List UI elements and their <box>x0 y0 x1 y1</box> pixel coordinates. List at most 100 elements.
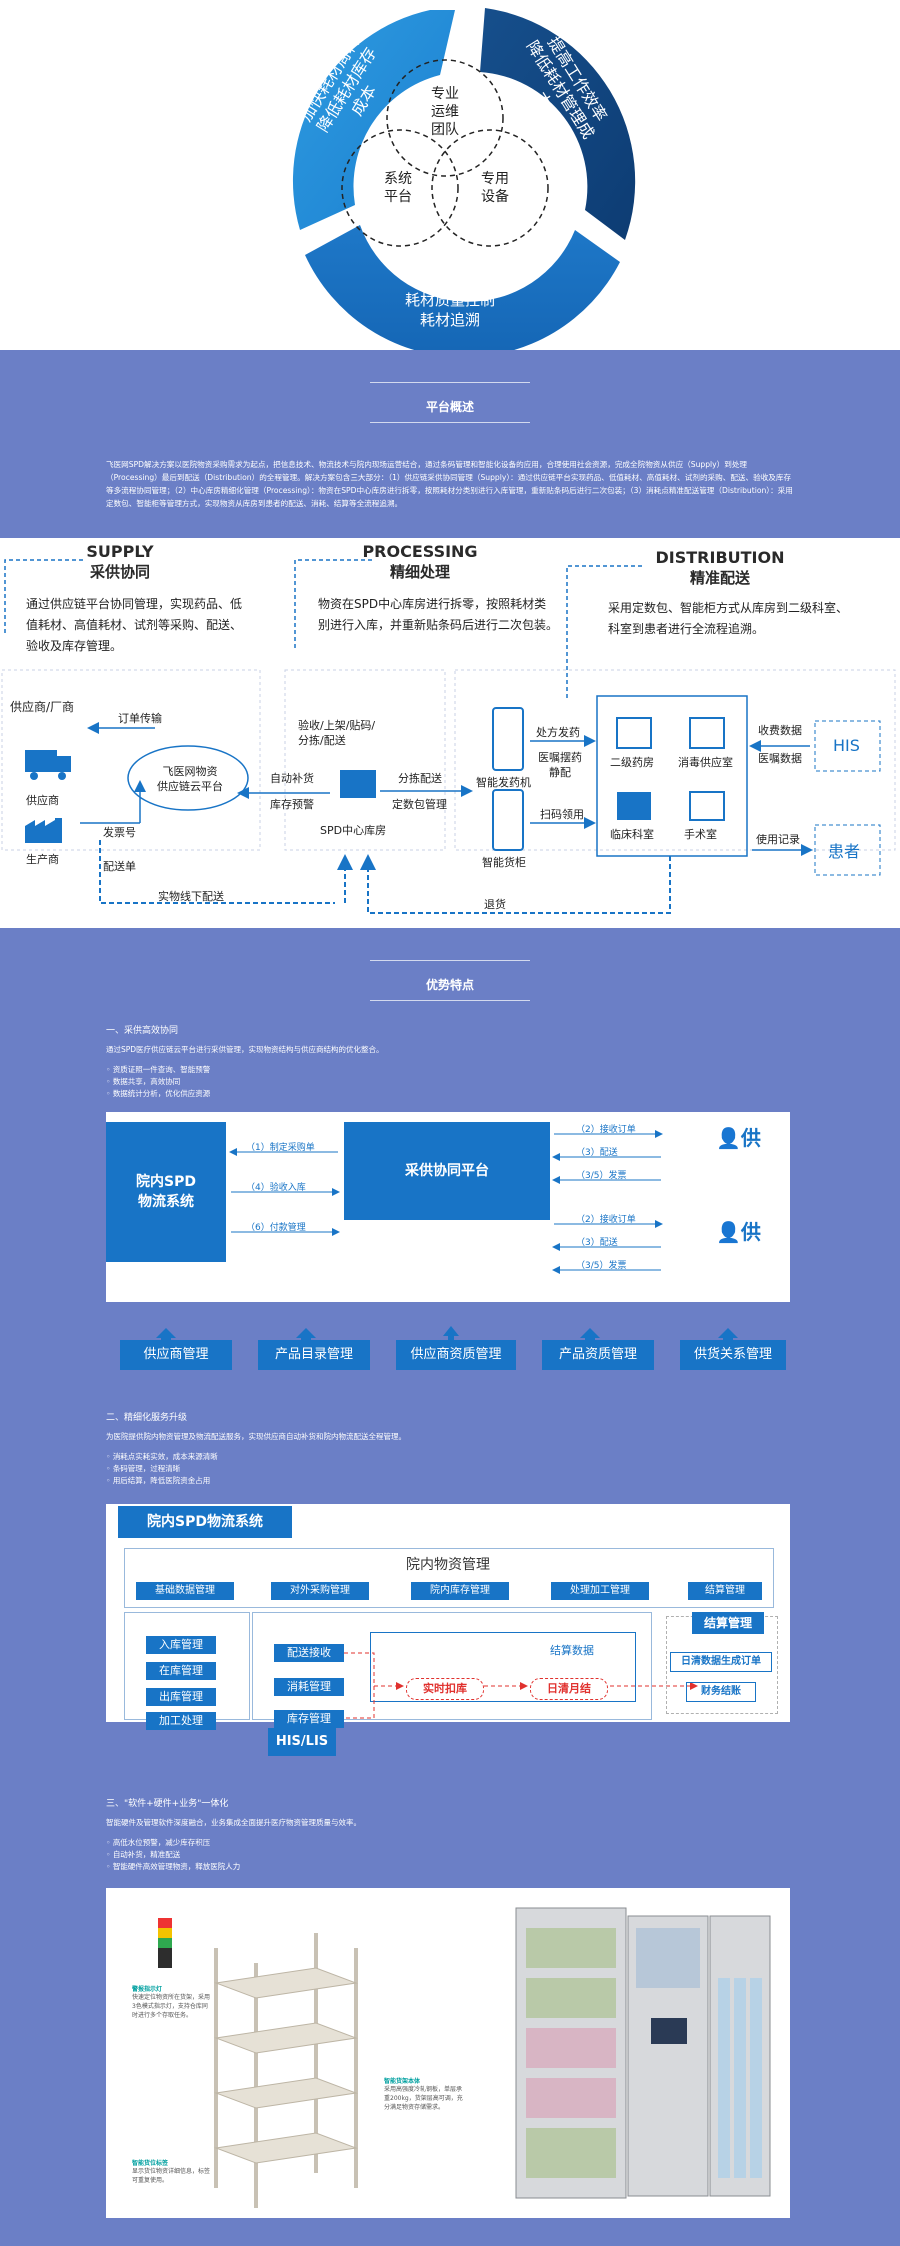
s1-btn-catalog[interactable]: 产品目录管理 <box>258 1340 370 1370</box>
s2-red-arrows <box>344 1652 698 1719</box>
s2-settle-title: 结算管理 <box>692 1612 764 1634</box>
factory-icon <box>25 818 62 843</box>
screen-icon <box>651 2018 687 2044</box>
s2-consume-title: 消耗点管理 <box>256 1620 322 1635</box>
supply-en: SUPPLY <box>86 542 154 561</box>
s1-left-arrow-1: （1）制定采购单 <box>246 1143 315 1153</box>
s1-btn-supplier-cert[interactable]: 供应商资质管理 <box>396 1340 516 1370</box>
s1-right-bot-2: （3）配送 <box>576 1238 618 1248</box>
adv-line-bottom <box>370 1000 530 1001</box>
circle-top-line3: 团队 <box>431 122 459 138</box>
s2-consume-receive[interactable]: 配送接收 <box>274 1644 344 1662</box>
s3-hardware-images <box>158 1907 771 2208</box>
fixed-pack-label: 定数包管理 <box>392 798 447 811</box>
supply-heading: SUPPLY 采供协同 <box>70 542 170 582</box>
order-transfer-label: 订单传输 <box>118 712 162 725</box>
overview-line-top <box>370 382 530 383</box>
s2-mgmt-title: 院内物资管理 <box>406 1557 490 1573</box>
truck-cab-icon <box>57 756 71 772</box>
processing-desc: 物资在SPD中心库房进行拆零，按照耗材类别进行入库，并重新贴条码后进行二次包装。 <box>318 597 559 632</box>
center-warehouse-label: SPD中心库房 <box>320 824 387 837</box>
dispatch-machine-label: 智能发药机 <box>476 776 531 789</box>
truck-icon <box>25 750 57 772</box>
stock-warning-label: 库存预警 <box>270 798 314 811</box>
s3-note-shelf-text: 采用高强度冷轧钢板，单层承重200kg，货架层高可调，充分满足物资存储需求。 <box>384 2086 463 2111</box>
distribution-desc: 采用定数包、智能柜方式从库房到二级科室、科室到患者进行全流程追溯。 <box>608 601 849 636</box>
s2-settle-data-box <box>370 1632 636 1702</box>
s2-wh-in[interactable]: 入库管理 <box>146 1636 216 1654</box>
flow-section: SUPPLY 采供协同 通过供应链平台协同管理，实现药品、低值耗材、高值耗材、试… <box>0 538 900 928</box>
supply-bracket <box>4 559 85 633</box>
s2-consume-stock[interactable]: 库存管理 <box>274 1710 344 1728</box>
s2-mgmt-purchase[interactable]: 对外采购管理 <box>271 1582 369 1600</box>
invoice-label: 发票号 <box>103 826 136 839</box>
supply-group-box <box>1 669 261 851</box>
circle-top-text: 专业 运维 团队 <box>420 85 470 139</box>
s3-note-tag: 智能货位标签 显示货位物资详细信息，标签可重复使用。 <box>132 2158 212 2185</box>
s2-mgmt-process[interactable]: 处理加工管理 <box>551 1582 649 1600</box>
s2-settle-finance[interactable]: 财务结账 <box>686 1682 756 1702</box>
s2-wh-out[interactable]: 出库管理 <box>146 1688 216 1706</box>
s3-note-lamp-text: 快速定位物资所在货架，采用3色模式指示灯，支持仓库同时进行多个存取任务。 <box>132 1994 211 2019</box>
distribution-heading: DISTRIBUTION 精准配送 <box>640 548 800 588</box>
s2-consume-box <box>252 1612 652 1720</box>
his-box <box>814 720 881 772</box>
clinical-icon <box>617 792 651 820</box>
s2-bullet-2: 条码管理，过程清晰 <box>112 1464 181 1473</box>
s2-settle-order[interactable]: 日清数据生成订单 <box>670 1652 772 1672</box>
department-box <box>596 695 748 857</box>
s2-mgmt-box <box>124 1548 774 1608</box>
s1-left-arrow-2: （4）验收入库 <box>246 1183 306 1193</box>
s2-desc: 为医院提供院内物资管理及物流配送服务，实现供应商自动补货和院内物流配送全程管理。 <box>106 1432 406 1441</box>
disinfection-icon <box>689 717 725 749</box>
circle-top <box>386 59 504 177</box>
offline-label: 实物线下配送 <box>158 890 224 903</box>
segment-bottom <box>305 225 620 358</box>
s3-bullets: ◦ 高低水位预警，减少库存积压 ◦ 自动补货，精准配送 ◦ 智能硬件高效管理物资… <box>106 1838 241 1871</box>
supply-cn: 采供协同 <box>89 563 150 581</box>
distribution-bracket <box>566 565 645 698</box>
cloud-icon <box>127 745 249 811</box>
s1-btn-supplier[interactable]: 供应商管理 <box>120 1340 232 1370</box>
s1-left-box-line1: 院内SPD <box>136 1174 196 1190</box>
supplier-icon-1-text: 供 <box>740 1126 761 1150</box>
sort-delivery-label: 分拣配送 <box>398 772 442 785</box>
s2-mgmt-settle[interactable]: 结算管理 <box>688 1582 762 1600</box>
s1-bullet-1: 资质证照一件查询、智能预警 <box>112 1065 211 1074</box>
circle-right-line1: 专用 <box>481 171 509 187</box>
supplier-icon-2-text: 供 <box>740 1220 761 1244</box>
s1-btn-product-cert[interactable]: 产品资质管理 <box>542 1340 654 1370</box>
pharmacy-icon <box>616 717 652 749</box>
overview-title: 平台概述 <box>425 400 474 414</box>
processing-bracket <box>294 559 372 648</box>
pharmacy2-label: 二级药房 <box>610 756 654 769</box>
s1-right-bot-3: （3/5）发票 <box>576 1261 627 1271</box>
overview-section: 平台概述 飞医网SPD解决方案以医院物资采购需求为起点，把信息技术、物流技术与院… <box>0 350 900 538</box>
s1-arrows <box>229 1130 663 1274</box>
supplier-icon-2: 👤供 <box>716 1220 761 1244</box>
s3-panel: 警报指示灯 快速定位物资所在货架，采用3色模式指示灯，支持仓库同时进行多个存取任… <box>106 1888 790 2218</box>
circle-top-line1: 专业 <box>431 86 459 102</box>
processing-group-box <box>284 669 446 851</box>
s2-wh-process[interactable]: 加工处理 <box>146 1712 216 1730</box>
s1-right-bot-1: （2）接收订单 <box>576 1215 636 1225</box>
s3-note-lamp: 警报指示灯 快速定位物资所在货架，采用3色模式指示灯，支持仓库同时进行多个存取任… <box>132 1984 212 2020</box>
surgery-label: 手术室 <box>684 828 717 841</box>
processing-heading: PROCESSING 精细处理 <box>350 542 490 582</box>
s2-mgmt-inventory[interactable]: 院内库存管理 <box>411 1582 509 1600</box>
advice-line2: 静配 <box>549 766 571 779</box>
s2-mgmt-basic[interactable]: 基础数据管理 <box>136 1582 234 1600</box>
s1-left-arrow-3: （6）付款管理 <box>246 1223 306 1233</box>
cloud-line1: 飞医网物资 <box>162 765 218 778</box>
s2-consume-use[interactable]: 消耗管理 <box>274 1678 344 1696</box>
receive-steps-line1: 验收/上架/贴码/ <box>298 719 376 732</box>
s1-title: 一、采供高效协同 <box>106 1026 179 1036</box>
s2-wh-stock[interactable]: 在库管理 <box>146 1662 216 1680</box>
cycle-diagram <box>292 8 636 358</box>
s2-bullet-1: 消耗点实耗实效，成本来源清晰 <box>112 1452 218 1461</box>
clinical-label: 临床科室 <box>610 828 654 841</box>
advice-data-label: 医嘱数据 <box>758 752 802 765</box>
patient-label: 患者 <box>828 842 861 861</box>
disinfection-label: 消毒供应室 <box>678 756 733 769</box>
s1-btn-relation[interactable]: 供货关系管理 <box>680 1340 786 1370</box>
